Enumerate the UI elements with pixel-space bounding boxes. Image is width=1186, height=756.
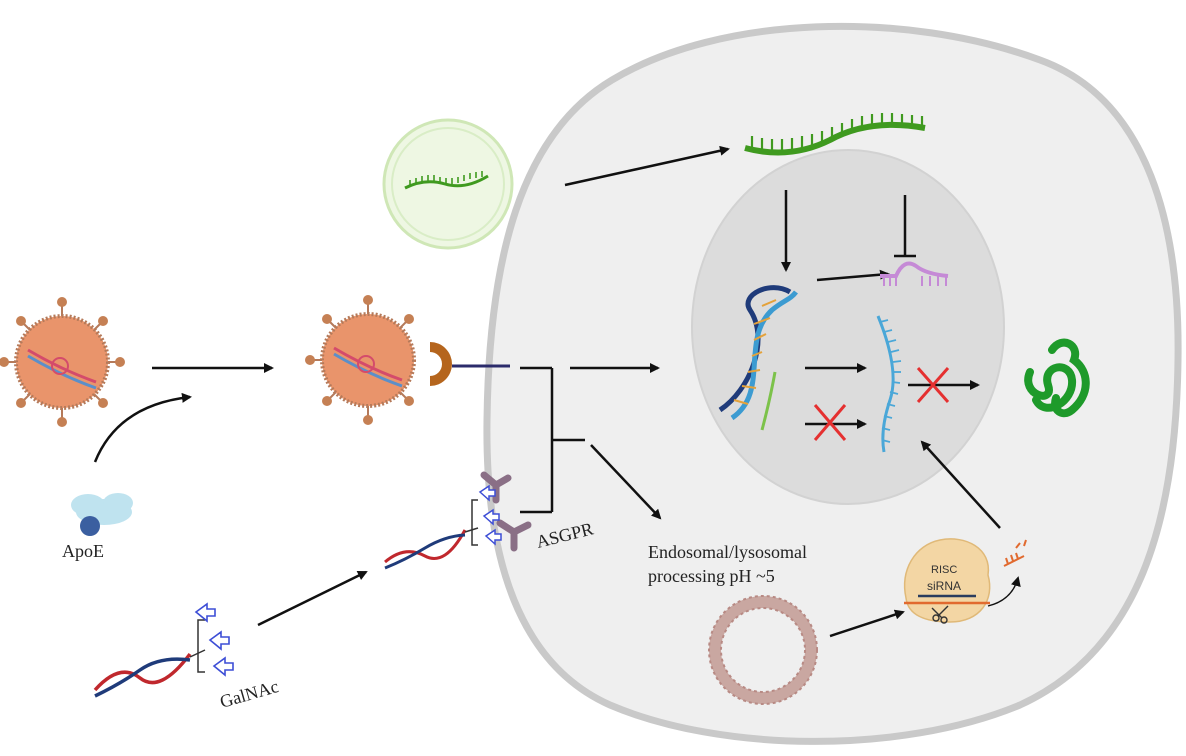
- scissors-icon: [931, 605, 949, 624]
- mrna-strand-icon: [876, 315, 902, 453]
- mirna-hairpin-icon: [880, 261, 949, 286]
- cleaved-rna-fragment-icon: [1003, 539, 1027, 567]
- pathway-arrows: [93, 145, 1001, 638]
- apoe-protein-icon: [71, 493, 133, 536]
- dna-helix-icon: [718, 285, 798, 431]
- nucleus: [691, 149, 1005, 505]
- galnac-conjugate-icon: [93, 602, 234, 698]
- asgpr-receptor-icon: [480, 471, 532, 552]
- exosome-vesicle-icon: [382, 118, 514, 250]
- apoe-label: ApoE: [62, 541, 104, 561]
- liposome-icon: [708, 595, 818, 705]
- galnac-label: GalNAc: [218, 676, 281, 712]
- sirna-label: siRNA: [927, 579, 961, 593]
- endosomal-label-line2: processing pH ~5: [648, 566, 775, 586]
- lipid-nanoparticle-apoe-icon: [305, 295, 510, 425]
- inhibition-cross-icon: [813, 367, 950, 441]
- endosomal-label-line1: Endosomal/lysosomal: [648, 542, 807, 562]
- protein-coil-icon: [1024, 338, 1090, 418]
- curved-arrow-risc: [987, 576, 1021, 607]
- lipid-nanoparticle-icon: [0, 297, 125, 427]
- risc-label: RISC: [931, 564, 957, 576]
- risc-complex-icon: [904, 538, 991, 623]
- rna-strand-icon: [744, 113, 926, 156]
- galnac-conjugate-bound-icon: [384, 484, 502, 570]
